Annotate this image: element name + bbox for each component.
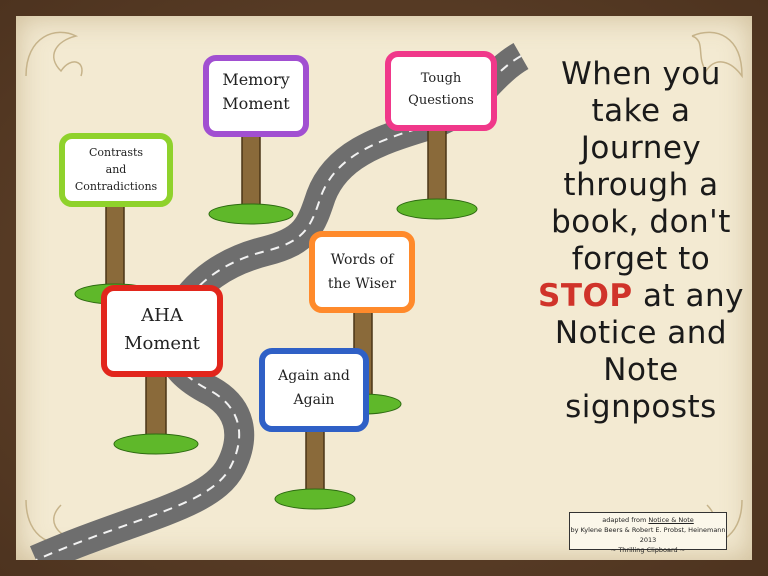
sign-board-again	[259, 348, 369, 432]
sign-board-memory	[203, 55, 309, 137]
sign-tough-questions: Tough Questions	[408, 71, 474, 108]
credit-line-1: adapted from Notice & Note	[602, 516, 694, 524]
sign-again-and-again: Again and Again	[278, 368, 350, 408]
credit-line-2: by Kylene Beers & Robert E. Probst, Hein…	[570, 526, 726, 544]
credit-box: adapted from Notice & Note by Kylene Bee…	[569, 512, 727, 554]
headline-stop-word: STOP	[538, 278, 633, 314]
sign-board-words	[309, 231, 415, 313]
sign-board-tough	[385, 51, 497, 131]
sign-memory-moment: Memory Moment	[222, 70, 290, 113]
sign-board-contrasts	[59, 133, 173, 207]
illustration	[25, 31, 743, 560]
headline-after: at any Notice and Note signposts	[554, 278, 744, 425]
headline-text: When you take a Journey through a book, …	[536, 56, 746, 426]
sign-board-aha	[101, 285, 223, 377]
sign-words-of-the-wiser: Words of the Wiser	[327, 252, 397, 292]
credit-line-3: ~ Thrilling Clipboard ~	[610, 546, 686, 554]
sign-boards	[59, 51, 497, 432]
sign-contrasts-contradictions: Contrasts and Contradictions	[74, 146, 158, 193]
headline-before: When you take a Journey through a book, …	[551, 56, 731, 277]
poster-paper: Memory Moment Tough Questions Contrasts …	[16, 16, 752, 560]
sign-aha-moment: AHA Moment	[124, 305, 200, 354]
